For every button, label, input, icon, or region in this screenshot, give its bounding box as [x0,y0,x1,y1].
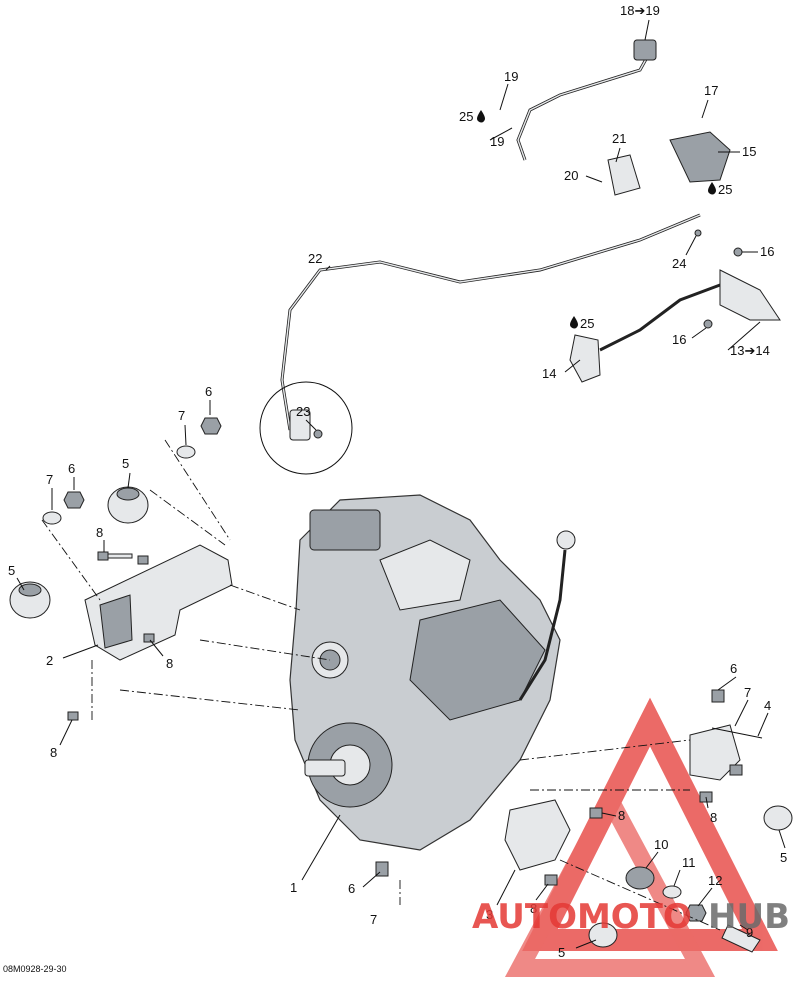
callout-2: 2 [46,653,53,668]
rubber-mount [9,581,51,619]
figure-code: 08M0928-29-30 [3,964,67,974]
callout-3: 3 [486,907,493,922]
bolt [137,555,149,565]
callout-25: 25 [718,182,732,197]
callout-18-to-19: 18➔19 [620,3,660,18]
washer [42,511,62,525]
callout-20: 20 [564,168,578,183]
callout-9: 9 [746,925,753,940]
callout-25: 25 [459,109,473,124]
callout-16: 16 [672,332,686,347]
callout-11: 11 [682,855,696,870]
leader-lines [16,19,786,949]
callout-7: 7 [46,472,53,487]
callout-12: 12 [708,873,722,888]
callout-24: 24 [672,256,686,271]
rubber-mount [588,922,618,948]
rubber-mount [107,486,149,524]
callout-8: 8 [710,810,717,825]
lubricant-drop-icon [570,316,578,329]
callout-6: 6 [205,384,212,399]
callout-8: 8 [50,745,57,760]
callout-22: 22 [308,251,322,266]
watermark-text: AUTOMOTO HUB [472,897,790,937]
callout-21: 21 [612,131,626,146]
callout-7: 7 [370,912,377,927]
engine-assembly [289,494,576,851]
bolt [67,711,79,721]
callout-5: 5 [558,945,565,960]
front-engine-bracket [375,799,761,953]
assembly-guide-lines [41,439,721,931]
callout-5: 5 [780,850,787,865]
watermark-word-hub: HUB [708,897,790,937]
callout-1: 1 [290,880,297,895]
callout-19: 19 [504,69,518,84]
callout-8: 8 [96,525,103,540]
lubricant-drop-icon [477,110,485,123]
callout-6: 6 [68,461,75,476]
callout-8: 8 [166,656,173,671]
callout-8: 8 [530,901,537,916]
callout-14: 14 [542,366,556,381]
callout-25: 25 [580,316,594,331]
left-engine-bracket [84,544,233,661]
callout-6: 6 [730,661,737,676]
callout-7: 7 [744,685,751,700]
callout-15: 15 [742,144,756,159]
watermark-logo [504,697,778,977]
callout-17: 17 [704,83,718,98]
bolt [143,633,155,643]
right-engine-bracket [689,689,763,803]
washer [176,445,196,459]
throttle-cable-assembly [516,39,731,196]
callout-5: 5 [8,563,15,578]
callout-6: 6 [348,881,355,896]
watermark-word-automoto: AUTOMOTO [472,897,692,937]
nut [63,491,85,509]
nut [200,417,222,435]
cable-end-detail [259,381,353,475]
callout-16: 16 [760,244,774,259]
callout-7: 7 [178,408,185,423]
rubber-mount [763,805,793,831]
throttle-cable [280,213,701,431]
bolt [97,551,133,561]
callout-10: 10 [654,837,668,852]
callout-4: 4 [764,698,771,713]
callout-labels: 1 2 3 4 5 5 5 5 6 6 6 6 7 7 7 7 8 8 8 8 … [8,3,787,960]
throttle-lever-bracket [569,229,781,383]
callout-23: 23 [296,404,310,419]
callout-19: 19 [490,134,504,149]
callout-13-to-14: 13➔14 [730,343,770,358]
callout-8: 8 [618,808,625,823]
lubricant-drop-icon [708,182,716,195]
callout-5: 5 [122,456,129,471]
